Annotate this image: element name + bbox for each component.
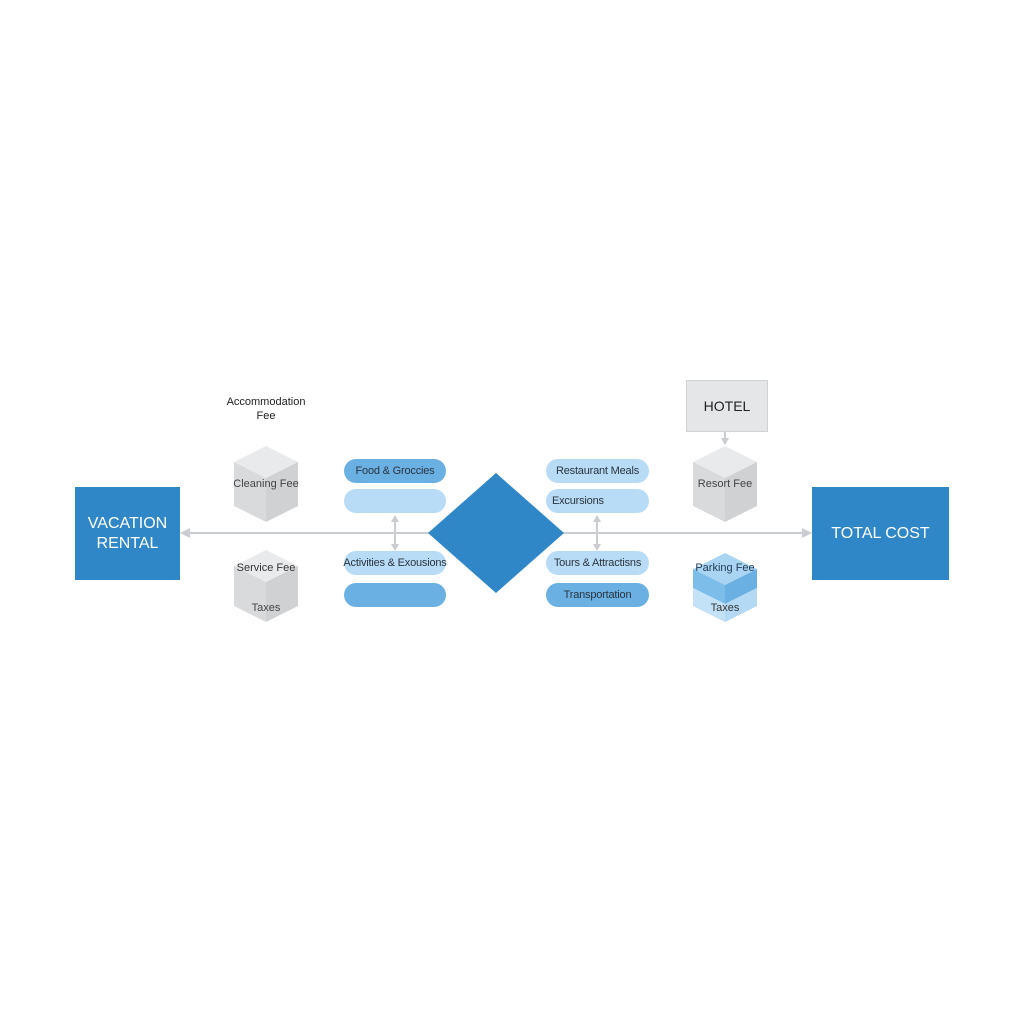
right-down-arrowhead: [593, 544, 601, 551]
transportation-pill: Transportation: [546, 583, 649, 607]
total-cost-label: TOTAL COST: [831, 524, 930, 542]
activities-pill: Activities & Exousions: [343, 551, 447, 575]
right-arrowhead: [802, 528, 812, 538]
cleaning-fee-label: Cleaning Fee: [233, 478, 299, 490]
hotel-arrowhead: [721, 438, 729, 445]
tours-label: Tours & Attractisns: [553, 557, 642, 569]
total-cost-box: TOTAL COST: [812, 487, 949, 580]
food-groceries-pill: Food & Groccies: [344, 459, 446, 483]
excursions-label: Excursions: [552, 495, 604, 507]
parking-fee-label: Parking Fee: [695, 562, 755, 574]
service-fee-label: Service Fee: [236, 562, 296, 574]
excursions-pill: Excursions: [546, 489, 649, 513]
transportation-label: Transportation: [563, 589, 632, 601]
cleaning-fee-cube: [234, 446, 298, 522]
accommodation-fee-label: Accommodation Fee: [226, 396, 306, 422]
restaurant-meals-pill: Restaurant Meals: [546, 459, 649, 483]
food-groceries-label: Food & Groccies: [355, 465, 435, 477]
taxes-right-label: Taxes: [710, 602, 740, 614]
resort-fee-label: Resort Fee: [697, 478, 753, 490]
blank-upper-pill: [344, 489, 446, 513]
taxes-left-label: Taxes: [251, 602, 281, 614]
vacation-rental-box: VACATION RENTAL: [75, 487, 180, 580]
vacation-rental-label: VACATION RENTAL: [87, 514, 168, 552]
hotel-box: HOTEL: [686, 380, 768, 432]
tours-pill: Tours & Attractisns: [546, 551, 649, 575]
resort-fee-cube: [693, 446, 757, 522]
activities-label: Activities & Exousions: [343, 557, 447, 569]
hotel-label: HOTEL: [703, 398, 751, 414]
decision-diamond: [428, 473, 564, 593]
service-fee-cube: [234, 550, 298, 622]
restaurant-meals-label: Restaurant Meals: [555, 465, 639, 477]
left-down-arrowhead: [391, 544, 399, 551]
parking-fee-cube: [693, 553, 757, 622]
left-arrowhead: [180, 528, 190, 538]
right-up-arrowhead: [593, 515, 601, 522]
blank-lower-pill: [344, 583, 446, 607]
left-up-arrowhead: [391, 515, 399, 522]
